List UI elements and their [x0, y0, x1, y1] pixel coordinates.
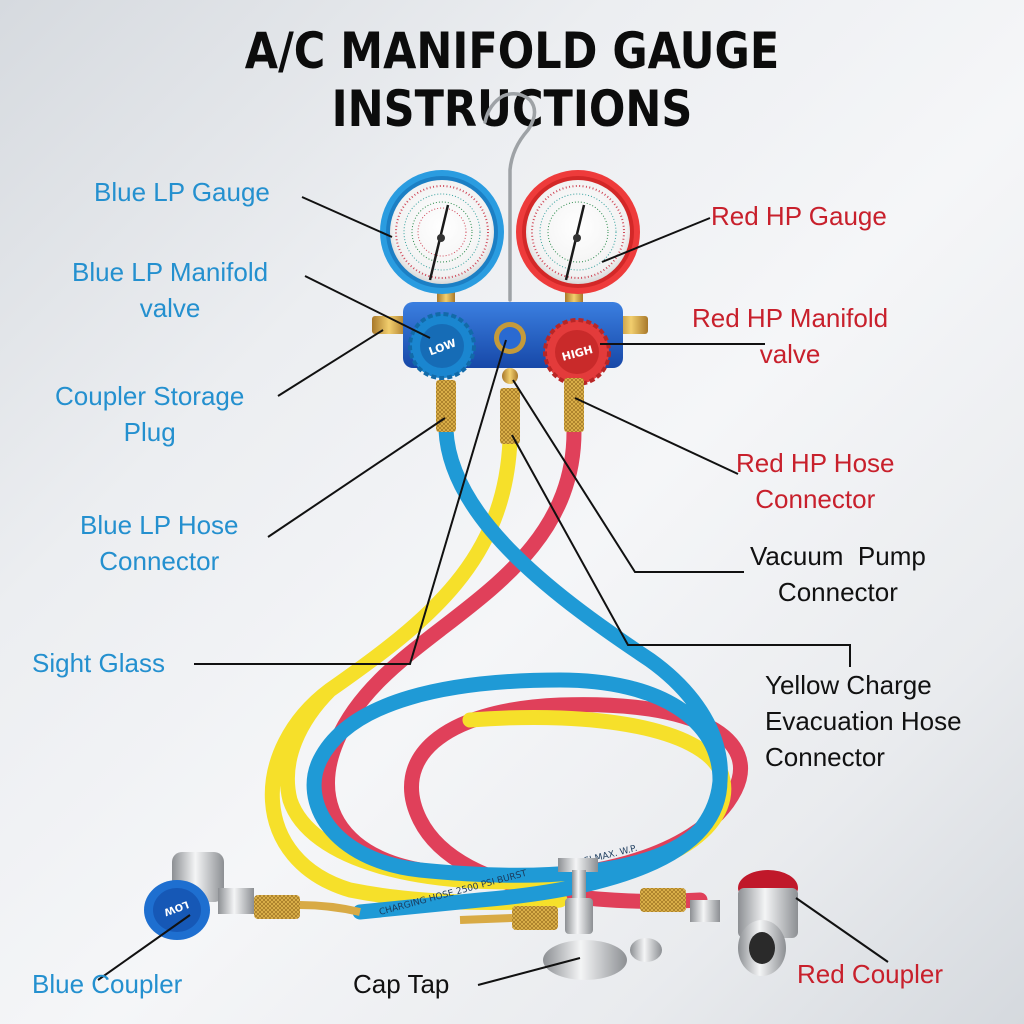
label-blue-coupler: Blue Coupler [32, 969, 183, 999]
red-hp-gauge [516, 170, 640, 294]
line-blue-coupler [97, 914, 191, 981]
red-hose-fitting [564, 378, 584, 432]
line-cap-tap [477, 957, 581, 986]
red-hose [320, 422, 748, 909]
blue-hose-fitting [436, 380, 456, 432]
line-red-hp-gauge [601, 217, 711, 263]
blue-hose [306, 422, 728, 920]
cap-tap [459, 858, 686, 980]
blue-coupler: LOW [144, 852, 361, 940]
low-valve-knob: LOW [408, 312, 476, 380]
line-vacuum-pump [512, 379, 744, 573]
label-red-hp-manifold-valve: Red HP Manifold valve [692, 303, 889, 369]
label-cap-tap: Cap Tap [353, 969, 450, 999]
left-storage-plug [372, 316, 406, 334]
line-red-hp-hose [574, 397, 739, 475]
line-red-coupler [795, 897, 889, 963]
yellow-hose-fitting [500, 388, 520, 444]
line-blue-lp-hose [267, 417, 446, 538]
red-coupler [690, 870, 798, 976]
label-blue-lp-gauge: Blue LP Gauge [94, 177, 270, 207]
label-blue-lp-manifold-valve: Blue LP Manifold valve [72, 257, 269, 323]
high-valve-knob: HIGH [543, 318, 611, 386]
hoses [264, 422, 748, 920]
label-blue-lp-hose-connector: Blue LP Hose Connector [80, 510, 239, 576]
line-yellow-charge [511, 434, 851, 667]
line-blue-lp-gauge [301, 196, 393, 238]
label-vacuum-pump-connector: Vacuum Pump Connector [750, 541, 926, 607]
label-red-hp-hose-connector: Red HP Hose Connector [736, 448, 895, 514]
vacuum-pump-port [502, 368, 518, 384]
label-red-coupler: Red Coupler [797, 959, 943, 989]
hanging-hook [483, 92, 537, 302]
label-yellow-charge-evacuation-hose-connector: Yellow Charge Evacuation Hose Connector [765, 670, 962, 772]
line-sight-glass [194, 339, 507, 665]
page-title: A/C MANIFOLD GAUGE INSTRUCTIONS [244, 22, 780, 138]
line-coupler-storage [277, 329, 384, 397]
label-red-hp-gauge: Red HP Gauge [711, 201, 887, 231]
blue-lp-gauge [380, 170, 504, 294]
callout-lines [97, 196, 889, 986]
label-sight-glass: Sight Glass [32, 648, 165, 678]
line-blue-lp-manifold [304, 275, 431, 339]
label-coupler-storage-plug: Coupler Storage Plug [55, 381, 245, 447]
